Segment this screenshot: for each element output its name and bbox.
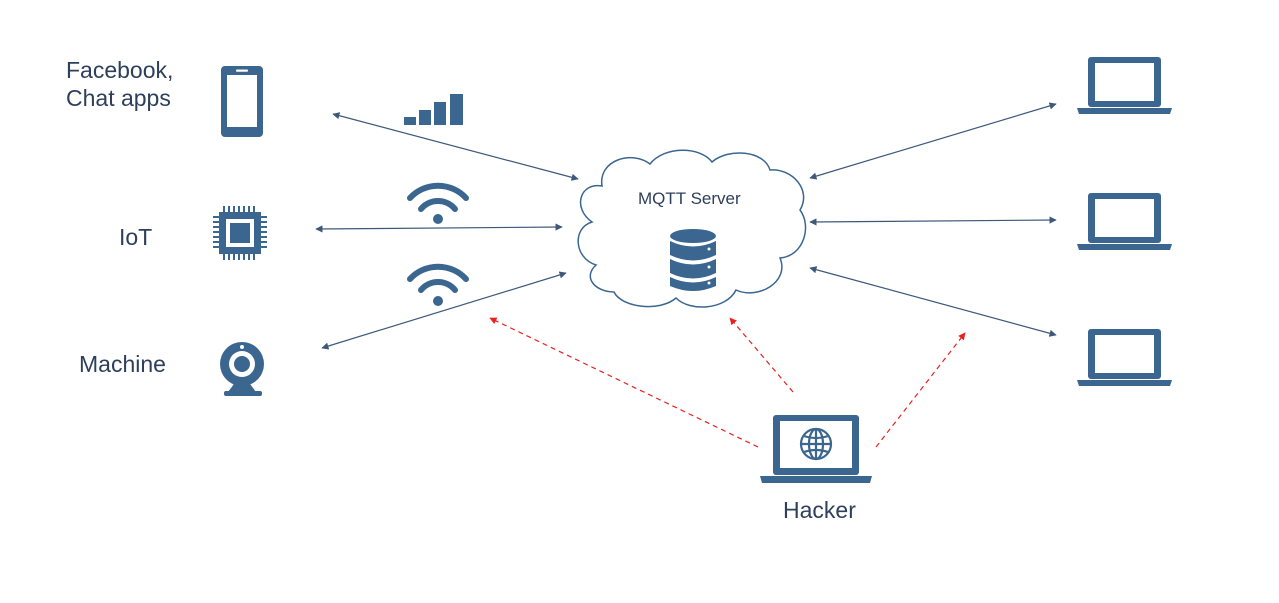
hacker-laptop-icon bbox=[760, 415, 872, 483]
webcam-icon bbox=[220, 342, 264, 396]
server-label: MQTT Server bbox=[638, 189, 741, 208]
link-machine-server bbox=[321, 271, 567, 350]
cloud-icon bbox=[577, 149, 807, 308]
link-server-laptop-bottom bbox=[809, 266, 1057, 337]
laptop-icon bbox=[1077, 193, 1172, 250]
signal-bars-icon bbox=[404, 94, 463, 125]
attack-center bbox=[729, 317, 794, 393]
smartphone-icon bbox=[221, 66, 263, 137]
link-server-laptop-middle bbox=[809, 216, 1057, 226]
database-icon bbox=[670, 229, 716, 291]
chip-icon bbox=[213, 206, 267, 260]
wifi-icon bbox=[407, 182, 469, 224]
link-phone-server bbox=[332, 112, 579, 181]
globe-icon bbox=[799, 427, 833, 461]
link-server-laptop-top bbox=[809, 102, 1057, 180]
machine-label: Machine bbox=[79, 351, 166, 377]
facebook-label-line1: Facebook, bbox=[66, 57, 174, 83]
attack-left bbox=[489, 317, 759, 448]
attack-right bbox=[875, 332, 966, 448]
link-iot-server bbox=[315, 223, 563, 233]
facebook-label-line2: Chat apps bbox=[66, 85, 171, 111]
wifi-icon bbox=[407, 263, 469, 306]
hacker-label: Hacker bbox=[783, 497, 856, 523]
connections bbox=[315, 102, 1057, 350]
attack-paths bbox=[489, 317, 966, 448]
laptop-icon bbox=[1077, 57, 1172, 114]
laptop-icon bbox=[1077, 329, 1172, 386]
iot-label: IoT bbox=[119, 224, 153, 250]
